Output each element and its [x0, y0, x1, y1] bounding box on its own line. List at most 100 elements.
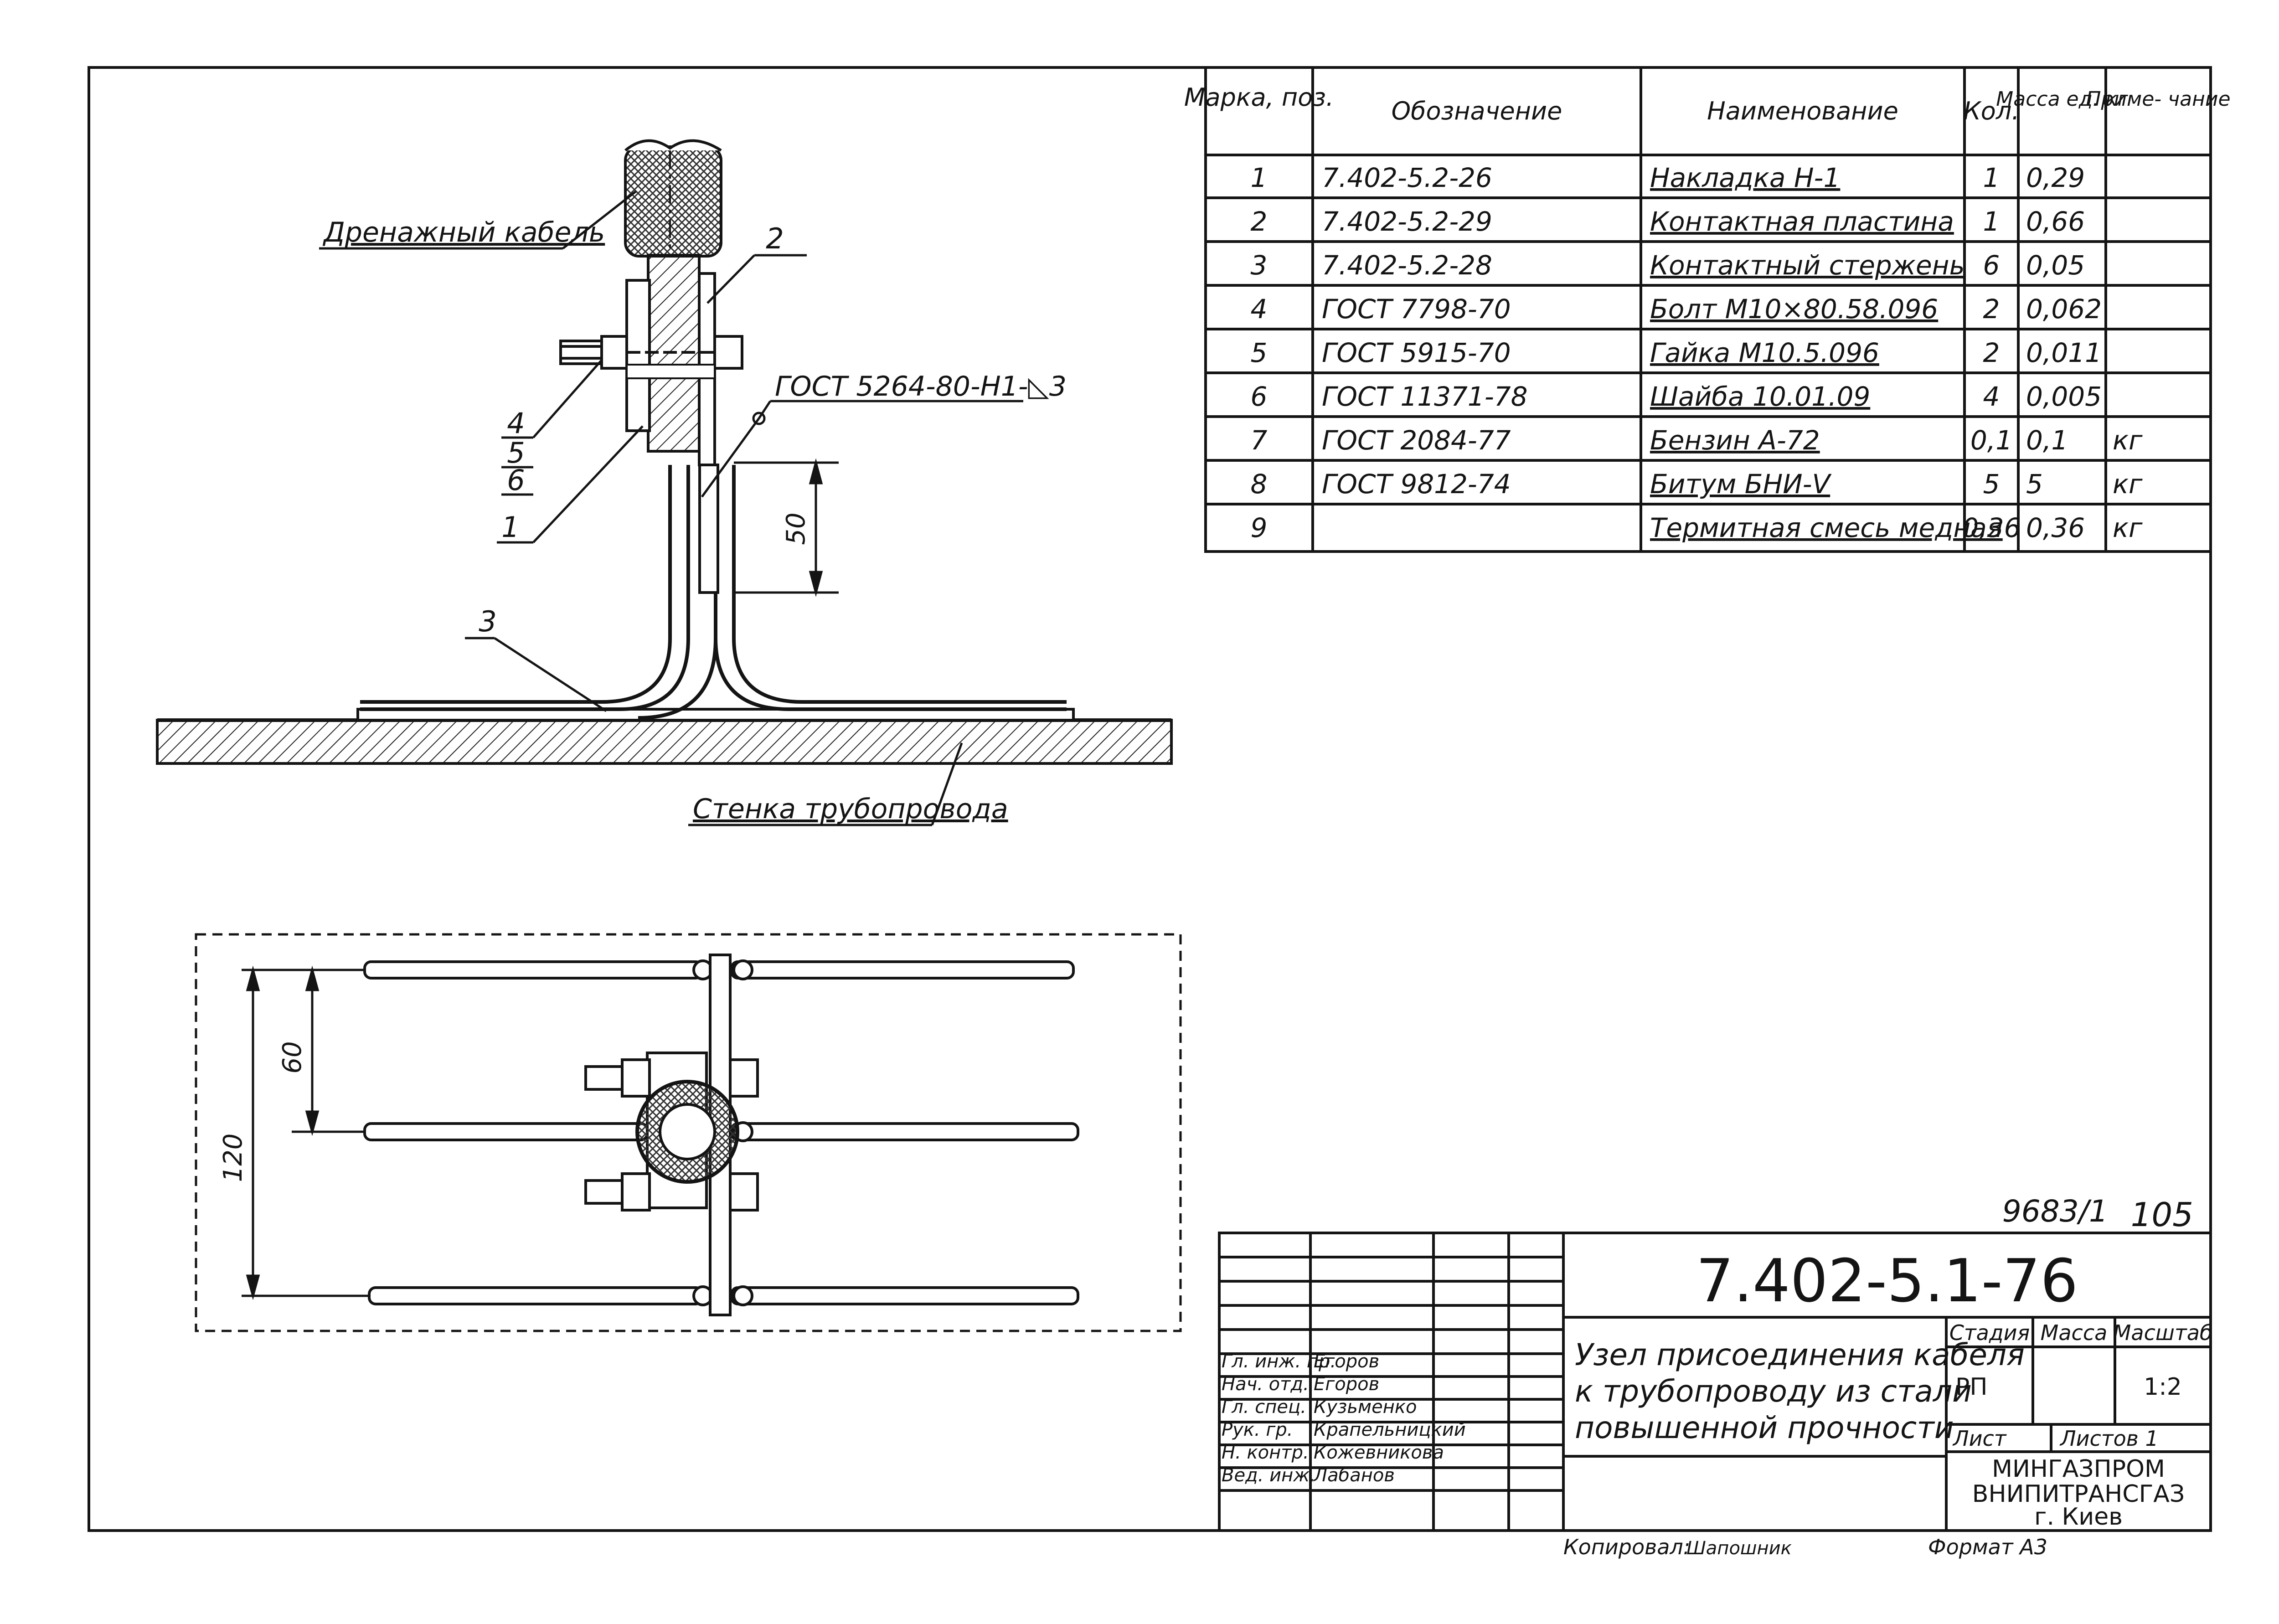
- contact-rods-plan: [363, 960, 1079, 1305]
- sheets-label: Листов 1: [2059, 1426, 2159, 1451]
- contact-plate-lower: [698, 464, 719, 594]
- dimension-50-label: 50: [781, 512, 811, 545]
- header-designation: Обозначение: [1392, 97, 1562, 125]
- spec-row-designation: ГОСТ 5915-70: [1322, 337, 1511, 368]
- spec-row-name: Шайба 10.01.09: [1650, 381, 1870, 412]
- spec-row-name: Бензин А-72: [1650, 425, 1820, 456]
- copier-signature: Шапошник: [1686, 1538, 1792, 1559]
- title-line-2: к трубопроводу из стали: [1575, 1374, 1972, 1409]
- spec-row-pos: 4: [1251, 294, 1268, 325]
- header-note: Приме- чание: [2086, 88, 2230, 111]
- spec-row-name: Контактный стержень: [1650, 250, 1965, 281]
- dimension-120-label: 120: [218, 1134, 248, 1182]
- spec-row-designation: ГОСТ 2084-77: [1322, 425, 1511, 456]
- title-line-3: повышенной прочности: [1575, 1410, 1954, 1445]
- bolts-plan: [584, 1058, 759, 1212]
- overlay-plate-h1: [625, 279, 651, 432]
- spec-row-qty: 1: [1983, 206, 2000, 237]
- spec-row-designation: ГОСТ 7798-70: [1322, 294, 1511, 325]
- spec-row-pos: 8: [1251, 469, 1268, 500]
- pos-3-label: 3: [479, 605, 496, 638]
- spec-row-mass: 0,29: [2026, 162, 2085, 193]
- spec-row-name: Битум БНИ-V: [1650, 469, 1832, 500]
- spec-row-qty: 2: [1983, 337, 2000, 368]
- role-title: Н. контр.: [1222, 1442, 1309, 1463]
- spec-row-note: кг: [2113, 512, 2143, 543]
- pos-6-label: 6: [507, 464, 525, 497]
- spec-row-pos: 6: [1251, 381, 1268, 412]
- gost-weld-label: ГОСТ 5264-80-Н1-◺3: [775, 371, 1067, 402]
- spec-row-designation: 7.402-5.2-29: [1322, 206, 1492, 237]
- specification-table: Марка, поз. Обозначение Наименование Кол…: [1184, 66, 2231, 553]
- spec-row-qty: 5: [1983, 469, 2000, 500]
- spec-row-pos: 5: [1251, 337, 1268, 368]
- spec-row-pos: 7: [1251, 425, 1268, 456]
- pipe-wall-section: [156, 719, 1173, 765]
- pos-2-label: 2: [766, 222, 784, 255]
- role-name: Кузьменко: [1314, 1397, 1417, 1418]
- spec-row-name: Термитная смесь медная: [1650, 512, 2003, 543]
- spec-row-mass: 0,1: [2026, 425, 2068, 456]
- drainage-cable-insulation: [624, 145, 722, 258]
- drawing-code: 7.402-5.1-76: [1696, 1246, 2078, 1315]
- scale-value: 1:2: [2144, 1373, 2182, 1401]
- spec-row-mass: 0,005: [2026, 381, 2102, 412]
- role-name: Егоров: [1314, 1351, 1379, 1372]
- spec-row-mass: 0,05: [2026, 250, 2085, 281]
- spec-row-mass: 0,66: [2026, 206, 2085, 237]
- spec-row-qty: 0,36: [1962, 512, 2021, 543]
- spec-row-note: кг: [2113, 425, 2143, 456]
- spec-row-mass: 0,36: [2026, 512, 2085, 543]
- sheet-label: Лист: [1952, 1426, 2007, 1451]
- spec-row-name: Гайка М10.5.096: [1650, 337, 1879, 368]
- header-mass: Масса ед. кг: [1996, 88, 2128, 111]
- spec-row-qty: 0,1: [1970, 425, 2012, 456]
- spec-row-pos: 2: [1251, 206, 1268, 237]
- spec-row-designation: ГОСТ 9812-74: [1322, 469, 1511, 500]
- spec-row-qty: 6: [1983, 250, 2000, 281]
- title-block: 7.402-5.1-76 Узел присоединения кабеля к…: [1218, 1232, 2213, 1532]
- pos-4-label: 4: [507, 407, 525, 440]
- pipe-wall-label: Стенка трубопровода: [693, 793, 1008, 825]
- role-title: Гл. инж. пр.: [1222, 1351, 1336, 1372]
- spec-row-qty: 1: [1983, 162, 2000, 193]
- dimension-60: [242, 965, 369, 1300]
- section-view: ГОСТ 5264-80-Н1-◺3 50 Дренажный кабель 2…: [156, 139, 1173, 826]
- role-title: Вед. инж.: [1222, 1465, 1315, 1486]
- role-name: Егоров: [1314, 1374, 1379, 1395]
- bolt-upper: [559, 335, 743, 370]
- spec-row-designation: ГОСТ 11371-78: [1322, 381, 1528, 412]
- pos-1-label: 1: [501, 510, 519, 544]
- spec-row-mass: 0,062: [2026, 294, 2102, 325]
- spec-row-name: Контактная пластина: [1650, 206, 1954, 237]
- role-name: Лабанов: [1313, 1465, 1395, 1486]
- spec-row-pos: 9: [1251, 512, 1268, 543]
- spec-row-name: Болт М10×80.58.096: [1650, 294, 1938, 325]
- stage-value: РП: [1955, 1373, 1987, 1401]
- copied-by-label: Копировал:: [1563, 1535, 1690, 1559]
- mass-label: Масса: [2041, 1320, 2108, 1345]
- pos-5-label: 5: [507, 436, 525, 469]
- scale-label: Масштаб: [2113, 1320, 2213, 1345]
- spec-row-pos: 3: [1251, 250, 1268, 281]
- header-pos: Марка, поз.: [1184, 83, 1334, 112]
- org-line-1: МИНГАЗПРОМ: [1992, 1455, 2165, 1483]
- contact-rods-section: [360, 465, 1067, 720]
- spec-row-designation: 7.402-5.2-28: [1322, 250, 1492, 281]
- sheet-number: 9683/1: [2002, 1194, 2108, 1229]
- org-line-3: г. Киев: [2034, 1503, 2123, 1531]
- page-number: 105: [2131, 1196, 2193, 1234]
- header-qty: Кол.: [1963, 97, 2019, 125]
- role-title: Рук. гр.: [1222, 1419, 1293, 1440]
- format-label: Формат А3: [1928, 1535, 2047, 1559]
- stage-label: Стадия: [1949, 1320, 2030, 1345]
- spec-row-pos: 1: [1251, 162, 1268, 193]
- spec-row-name: Накладка Н-1: [1650, 162, 1840, 193]
- org-line-2: ВНИПИТРАНСГАЗ: [1972, 1480, 2185, 1508]
- header-name: Наименование: [1707, 97, 1898, 125]
- dimension-60-label: 60: [278, 1041, 307, 1073]
- role-title: Гл. спец.: [1222, 1397, 1306, 1418]
- spec-row-note: кг: [2113, 469, 2143, 500]
